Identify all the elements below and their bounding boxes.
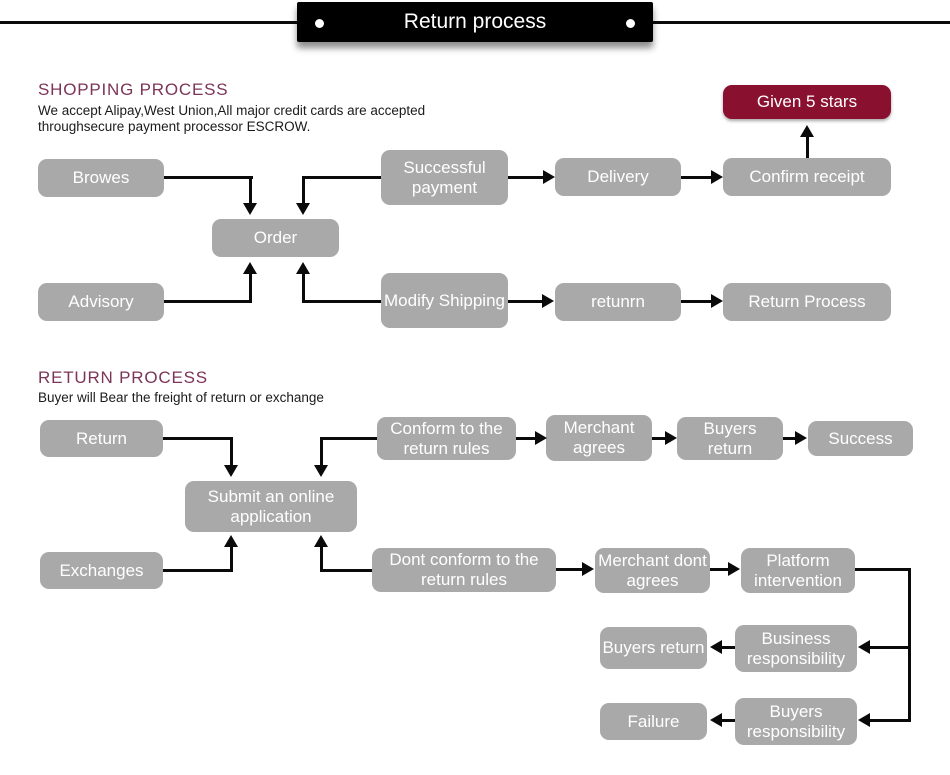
arrowhead-down-icon	[224, 465, 238, 477]
node-successful-payment: Successful payment	[381, 150, 508, 205]
arrowhead-up-icon	[243, 262, 257, 274]
arrowhead-down-icon	[296, 203, 310, 215]
connector-modify-shipping-to-retunrn	[508, 300, 543, 303]
node-buyers-responsibility: Buyers responsibility	[735, 698, 857, 745]
connector-conform-to-submit	[320, 437, 323, 466]
connector-successful-payment-to-order	[302, 176, 381, 179]
arrowhead-right-icon	[535, 431, 547, 445]
connector-dont-conform-to-submit	[321, 569, 372, 572]
arrowhead-right-icon	[542, 294, 554, 308]
connector-conform-to-submit	[321, 437, 377, 440]
arrowhead-right-icon	[665, 431, 677, 445]
node-advisory: Advisory	[38, 283, 164, 321]
connector-modify-shipping-to-order	[302, 274, 305, 303]
arrowhead-left-icon	[710, 640, 722, 654]
arrowhead-up-icon	[800, 125, 814, 137]
connector-browes-to-order	[249, 176, 252, 203]
arrowhead-right-icon	[582, 562, 594, 576]
connector-business-to-buyers-return	[722, 646, 735, 649]
node-success: Success	[808, 421, 913, 456]
node-conform-rules: Conform to the return rules	[377, 417, 516, 460]
node-order: Order	[212, 219, 339, 257]
node-browes: Browes	[38, 159, 164, 197]
banner-dot-right-icon	[626, 19, 635, 28]
node-given-5-stars: Given 5 stars	[723, 85, 891, 119]
page-title: Return process	[403, 10, 547, 33]
connector-successful-payment-to-delivery	[508, 176, 544, 179]
arrowhead-left-icon	[710, 713, 722, 727]
node-submit-application: Submit an online application	[185, 481, 357, 532]
node-platform-intervention: Platform intervention	[741, 548, 855, 593]
arrowhead-up-icon	[296, 262, 310, 274]
connector-dont-conform-to-submit	[320, 547, 323, 572]
header-banner: Return process	[297, 2, 653, 42]
connector-buyers-return-to-success	[783, 437, 798, 440]
node-dont-conform: Dont conform to the return rules	[372, 548, 556, 592]
connector-buyers-responsibility-to-failure	[722, 719, 735, 722]
connector-exchanges-to-submit	[163, 569, 232, 572]
arrowhead-right-icon	[711, 170, 723, 184]
arrowhead-right-icon	[728, 562, 740, 576]
arrowhead-up-icon	[314, 535, 328, 547]
node-return-process: Return Process	[723, 283, 891, 321]
connector-delivery-to-confirm-receipt	[681, 176, 712, 179]
connector-confirm-receipt-to-given-5-stars	[806, 137, 809, 158]
connector-return-to-submit	[230, 437, 233, 466]
connector-browes-to-order	[164, 176, 253, 179]
connector-modify-shipping-to-order	[302, 300, 381, 303]
node-merchant-agrees: Merchant agrees	[546, 415, 652, 461]
connector-successful-payment-to-order	[302, 176, 305, 203]
connector-merchant-agrees-to-buyers-return	[652, 437, 667, 440]
connector-dont-conform-to-merchant-dont-agrees	[556, 568, 583, 571]
connector-to-business-responsibility	[870, 646, 911, 649]
arrowhead-left-icon	[858, 713, 870, 727]
shopping-subtitle-line2: throughsecure payment processor ESCROW.	[38, 119, 311, 134]
connector-platform-down-right	[855, 568, 911, 571]
connector-advisory-to-order	[249, 274, 252, 303]
connector-return-to-submit	[163, 437, 232, 440]
node-buyers-return: Buyers return	[677, 417, 783, 460]
node-buyers-return-2: Buyers return	[600, 627, 707, 669]
shopping-subtitle-line1: We accept Alipay,West Union,All major cr…	[38, 103, 426, 118]
node-merchant-dont-agrees: Merchant dont agrees	[595, 548, 710, 593]
connector-platform-down-right	[908, 568, 911, 722]
arrowhead-left-icon	[858, 640, 870, 654]
arrowhead-right-icon	[711, 294, 723, 308]
connector-exchanges-to-submit	[230, 547, 233, 572]
node-return: Return	[40, 420, 163, 457]
connector-advisory-to-order	[164, 300, 252, 303]
connector-merchant-dont-agrees-to-platform	[710, 568, 730, 571]
connector-conform-to-merchant-agrees	[516, 437, 537, 440]
arrowhead-right-icon	[795, 431, 807, 445]
connector-to-buyers-responsibility	[870, 719, 911, 722]
arrowhead-right-icon	[543, 170, 555, 184]
node-failure: Failure	[600, 703, 707, 740]
arrowhead-down-icon	[243, 203, 257, 215]
node-delivery: Delivery	[555, 158, 681, 196]
arrowhead-down-icon	[314, 465, 328, 477]
node-confirm-receipt: Confirm receipt	[723, 158, 891, 196]
node-business-responsibility: Business responsibility	[735, 625, 857, 672]
node-retunrn: retunrn	[555, 283, 681, 321]
node-modify-shipping: Modify Shipping	[381, 273, 508, 328]
return-subtitle: Buyer will Bear the freight of return or…	[38, 390, 324, 405]
return-process-heading: RETURN PROCESS	[38, 368, 208, 387]
connector-retunrn-to-return-process	[681, 300, 712, 303]
shopping-process-heading: SHOPPING PROCESS	[38, 80, 229, 99]
node-exchanges: Exchanges	[40, 552, 163, 589]
arrowhead-up-icon	[224, 535, 238, 547]
banner-dot-left-icon	[315, 19, 324, 28]
